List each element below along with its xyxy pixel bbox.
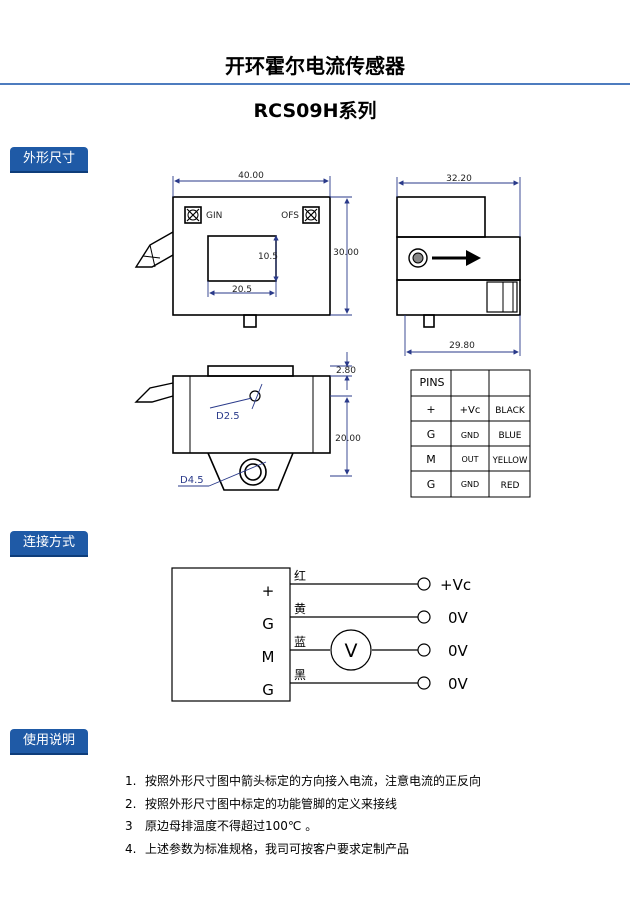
item-number: 4. [125, 841, 137, 856]
sensor-pin-label: + [262, 582, 275, 600]
signal-cell: GND [461, 480, 479, 489]
dim-front-width: 40.00 [238, 171, 264, 181]
terminal-label: 0V [448, 675, 469, 693]
item-text: 按照外形尺寸图中箭头标定的方向接入电流，注意电流的正反向 [145, 774, 482, 788]
wire-color-label: 黑 [294, 668, 306, 682]
bottom-view-body [172, 375, 331, 454]
hole-small-label: D2.5 [216, 411, 240, 422]
sensor-pin-label: M [262, 648, 275, 666]
signal-cell: GND [461, 431, 479, 440]
item-number: 3 [125, 819, 133, 833]
series-subtitle: RCS09H系列 [253, 100, 377, 122]
dim-bottom-height: 20.00 [335, 434, 361, 444]
list-item: 3 原边母排温度不得超过100℃ 。 [125, 815, 481, 838]
section-tab-dimensions: 外形尺寸 [10, 147, 89, 173]
cable-bottom [134, 382, 174, 403]
item-text: 原边母排温度不得超过100℃ 。 [145, 819, 318, 833]
section-tab-wiring: 连接方式 [10, 531, 89, 557]
sensor-pin-label: G [262, 615, 274, 633]
item-text: 上述参数为标准规格，我司可按客户要求定制产品 [145, 841, 410, 856]
color-cell: YELLOW [492, 456, 528, 466]
signal-cell: OUT [461, 455, 478, 464]
usage-list: 1. 按照外形尺寸图中箭头标定的方向接入电流，注意电流的正反向 2. 按照外形尺寸图… [125, 770, 481, 860]
sensor-pin-label: G [262, 681, 274, 699]
item-text: 按照外形尺寸图中标定的功能管脚的定义来接线 [145, 796, 398, 811]
label-ofs: OFS [281, 211, 299, 221]
voltmeter-label: V [345, 640, 358, 662]
color-cell: BLACK [495, 406, 526, 416]
label-gin: GIN [206, 211, 222, 221]
page-title: 开环霍尔电流传感器 [225, 54, 405, 78]
section-tab-usage: 使用说明 [10, 729, 89, 755]
item-number: 1. [125, 774, 137, 788]
dim-front-height: 30.00 [333, 248, 359, 258]
item-number: 2. [125, 796, 137, 811]
list-item: 1. 按照外形尺寸图中箭头标定的方向接入电流，注意电流的正反向 [125, 770, 481, 793]
voltmeter [330, 629, 372, 671]
terminal-label: +Vc [440, 576, 471, 594]
pins-table [410, 369, 531, 498]
dim-side-width: 32.20 [446, 174, 472, 184]
sensor-box [171, 567, 291, 702]
wire-color-label: 红 [294, 568, 306, 583]
pins-header: PINS [419, 376, 444, 389]
hole-large-label: D4.5 [180, 475, 204, 486]
list-item: 4. 上述参数为标准规格，我司可按客户要求定制产品 [125, 838, 481, 861]
side-view-body [396, 196, 486, 238]
list-item: 2. 按照外形尺寸图中标定的功能管脚的定义来接线 [125, 793, 481, 816]
signal-cell: +Vc [460, 405, 481, 416]
dim-bottom-top: 2.80 [336, 366, 356, 376]
dim-window-height: 10.5 [258, 252, 278, 262]
cable-front [134, 231, 174, 268]
color-cell: RED [501, 481, 520, 491]
dim-window-width: 20.5 [232, 285, 252, 295]
pin-cell: + [426, 403, 435, 416]
wiring-diagram: V + G M G 红 黄 蓝 黑 +Vc 0V 0V 0V [171, 567, 471, 702]
color-cell: BLUE [498, 431, 521, 441]
title-divider [0, 83, 630, 85]
pin-cell: G [427, 478, 436, 491]
current-direction-arrow-icon [432, 250, 481, 266]
dim-side-bottom: 29.80 [449, 341, 475, 351]
terminal-label: 0V [448, 609, 469, 627]
pin-cell: G [427, 428, 436, 441]
wire-color-label: 黄 [294, 602, 306, 616]
dimension-drawings: 40.00 30.00 10.5 20.5 GIN OFS 32.20 29.8… [134, 171, 531, 498]
wire-color-label: 蓝 [294, 635, 306, 649]
terminal-label: 0V [448, 642, 469, 660]
pin-cell: M [426, 453, 436, 466]
